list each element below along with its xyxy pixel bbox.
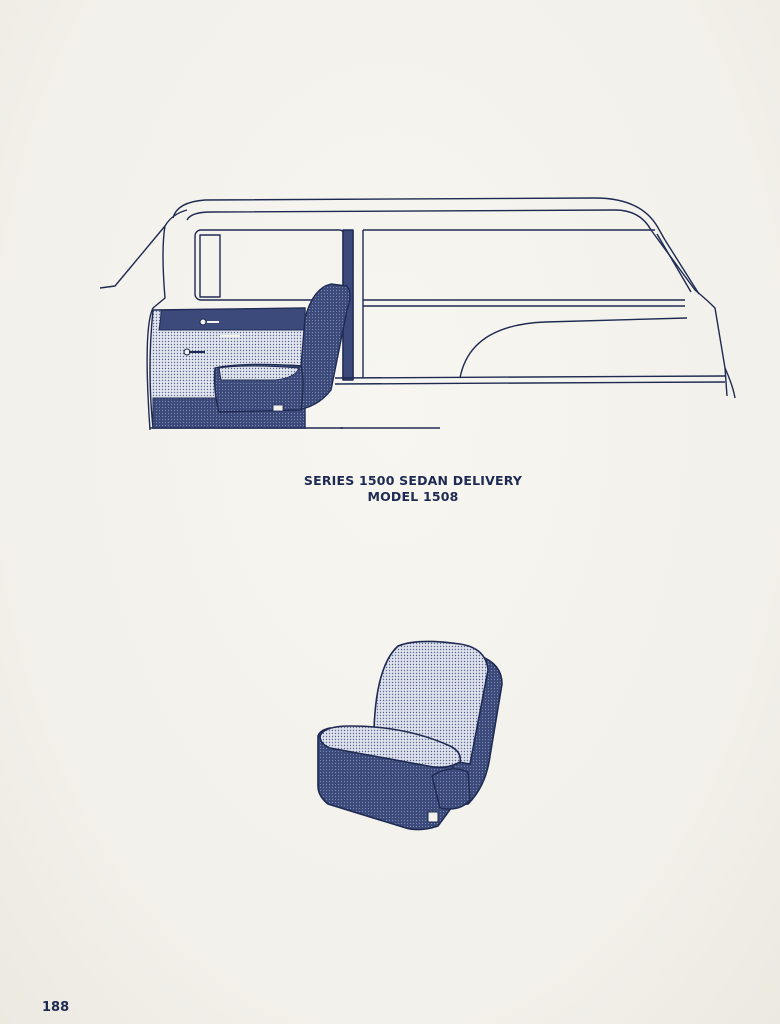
caption-series: SERIES 1500 SEDAN DELIVERY [303, 473, 523, 488]
page-number: 188 [42, 1000, 70, 1015]
caption-model: MODEL 1508 [367, 489, 459, 504]
front-seat-illustration [317, 640, 503, 831]
sedan-delivery-interior-illustration [99, 197, 736, 431]
